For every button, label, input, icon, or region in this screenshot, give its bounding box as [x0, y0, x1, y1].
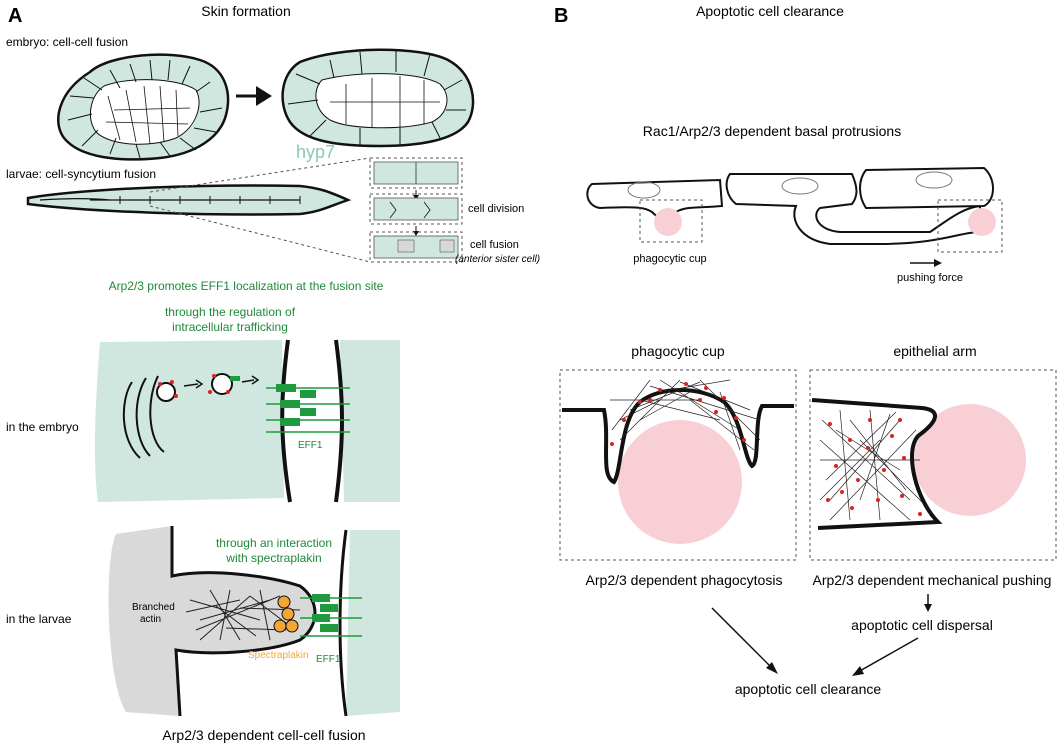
- phagocytosis-arrow-head: [766, 662, 778, 674]
- zoom-box-1: [369, 157, 463, 189]
- larvae-fusion-scheme: [108, 526, 400, 717]
- larvae-label: larvae: cell-syncytium fusion: [6, 167, 156, 181]
- panel-b-letter: B: [554, 5, 568, 27]
- embryo-cell-cell-fusion: [57, 53, 230, 161]
- cell-fusion-label: cell fusion: [470, 239, 519, 251]
- interaction-line-1: through an interaction: [216, 536, 332, 550]
- clearance-label: apoptotic cell clearance: [735, 681, 882, 697]
- pushing-caption: Arp2/3 dependent mechanical pushing: [813, 572, 1052, 588]
- in-larvae-label: in the larvae: [6, 612, 72, 626]
- rac-heading: Rac1/Arp2/3 dependent basal protrusions: [643, 123, 901, 139]
- larva-worm: [26, 184, 352, 216]
- interaction-line-2: with spectraplakin: [225, 551, 321, 565]
- phagocytic-cup-detail: [559, 369, 797, 561]
- cell-division-label: cell division: [468, 203, 524, 215]
- dispersal-arrow-to-clearance-head: [852, 666, 864, 676]
- embryo-fusion-scheme: [94, 339, 400, 503]
- branched-label-2: actin: [140, 614, 161, 625]
- zoom-box-2: [369, 193, 463, 225]
- branched-label-1: Branched: [132, 602, 175, 613]
- hyp7-label: hyp7: [296, 142, 335, 162]
- pushing-force-label: pushing force: [897, 272, 963, 284]
- panel-a-title: Skin formation: [201, 3, 290, 19]
- dispersal-label: apoptotic cell dispersal: [851, 617, 993, 633]
- arp-heading: Arp2/3 promotes EFF1 localization at the…: [109, 279, 384, 293]
- panel-a-letter: A: [8, 5, 22, 27]
- panel-b-title: Apoptotic cell clearance: [696, 3, 844, 19]
- panel-a-bottom-caption: Arp2/3 dependent cell-cell fusion: [162, 727, 365, 743]
- pushing-arrow-head: [934, 259, 942, 267]
- zoom-lines: [149, 157, 371, 263]
- epithelium-row: [586, 166, 1003, 253]
- eff1-larvae-label: EFF1: [316, 654, 341, 665]
- in-embryo-label: in the embryo: [6, 420, 79, 434]
- epithelial-arm-title: epithelial arm: [893, 343, 976, 359]
- dispersal-arrow-head: [924, 604, 932, 612]
- phagocytosis-caption: Arp2/3 dependent phagocytosis: [586, 572, 783, 588]
- embryo-arrow-head: [256, 86, 272, 106]
- phagocytosis-to-clearance-arrow: [711, 607, 773, 669]
- zoom-arrow-1-head: [413, 195, 419, 200]
- trafficking-line-1: through the regulation of: [165, 305, 296, 319]
- embryo-label: embryo: cell-cell fusion: [6, 35, 128, 49]
- epithelial-arm-detail: [809, 369, 1057, 561]
- phagocytic-cup-small-label: phagocytic cup: [633, 253, 706, 265]
- phagocytic-cup-title: phagocytic cup: [631, 343, 725, 359]
- eff1-embryo-label: EFF1: [298, 440, 323, 451]
- anterior-sister-label: (anterior sister cell): [455, 254, 540, 265]
- trafficking-line-2: intracellular trafficking: [172, 320, 288, 334]
- embryo-after-fusion: [281, 48, 475, 148]
- dispersal-to-clearance-arrow: [857, 637, 919, 673]
- spectraplakin-label: Spectraplakin: [248, 650, 309, 661]
- zoom-box-3: [369, 231, 463, 263]
